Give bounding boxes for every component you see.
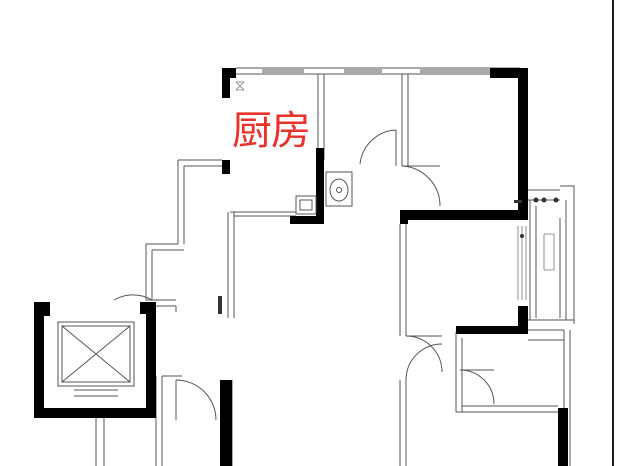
room-label-kitchen: 厨房 xyxy=(232,108,311,154)
right-window xyxy=(517,226,555,300)
door-swings xyxy=(113,129,495,421)
washbasin-icon xyxy=(325,171,353,207)
thin-walls xyxy=(95,67,575,466)
vent-icon xyxy=(235,81,245,91)
page-edge-line xyxy=(612,0,614,466)
thick-walls xyxy=(34,68,568,466)
elevator-shaft-icon xyxy=(57,321,135,397)
stove-icon xyxy=(295,195,317,215)
fixture-marks xyxy=(218,197,559,314)
